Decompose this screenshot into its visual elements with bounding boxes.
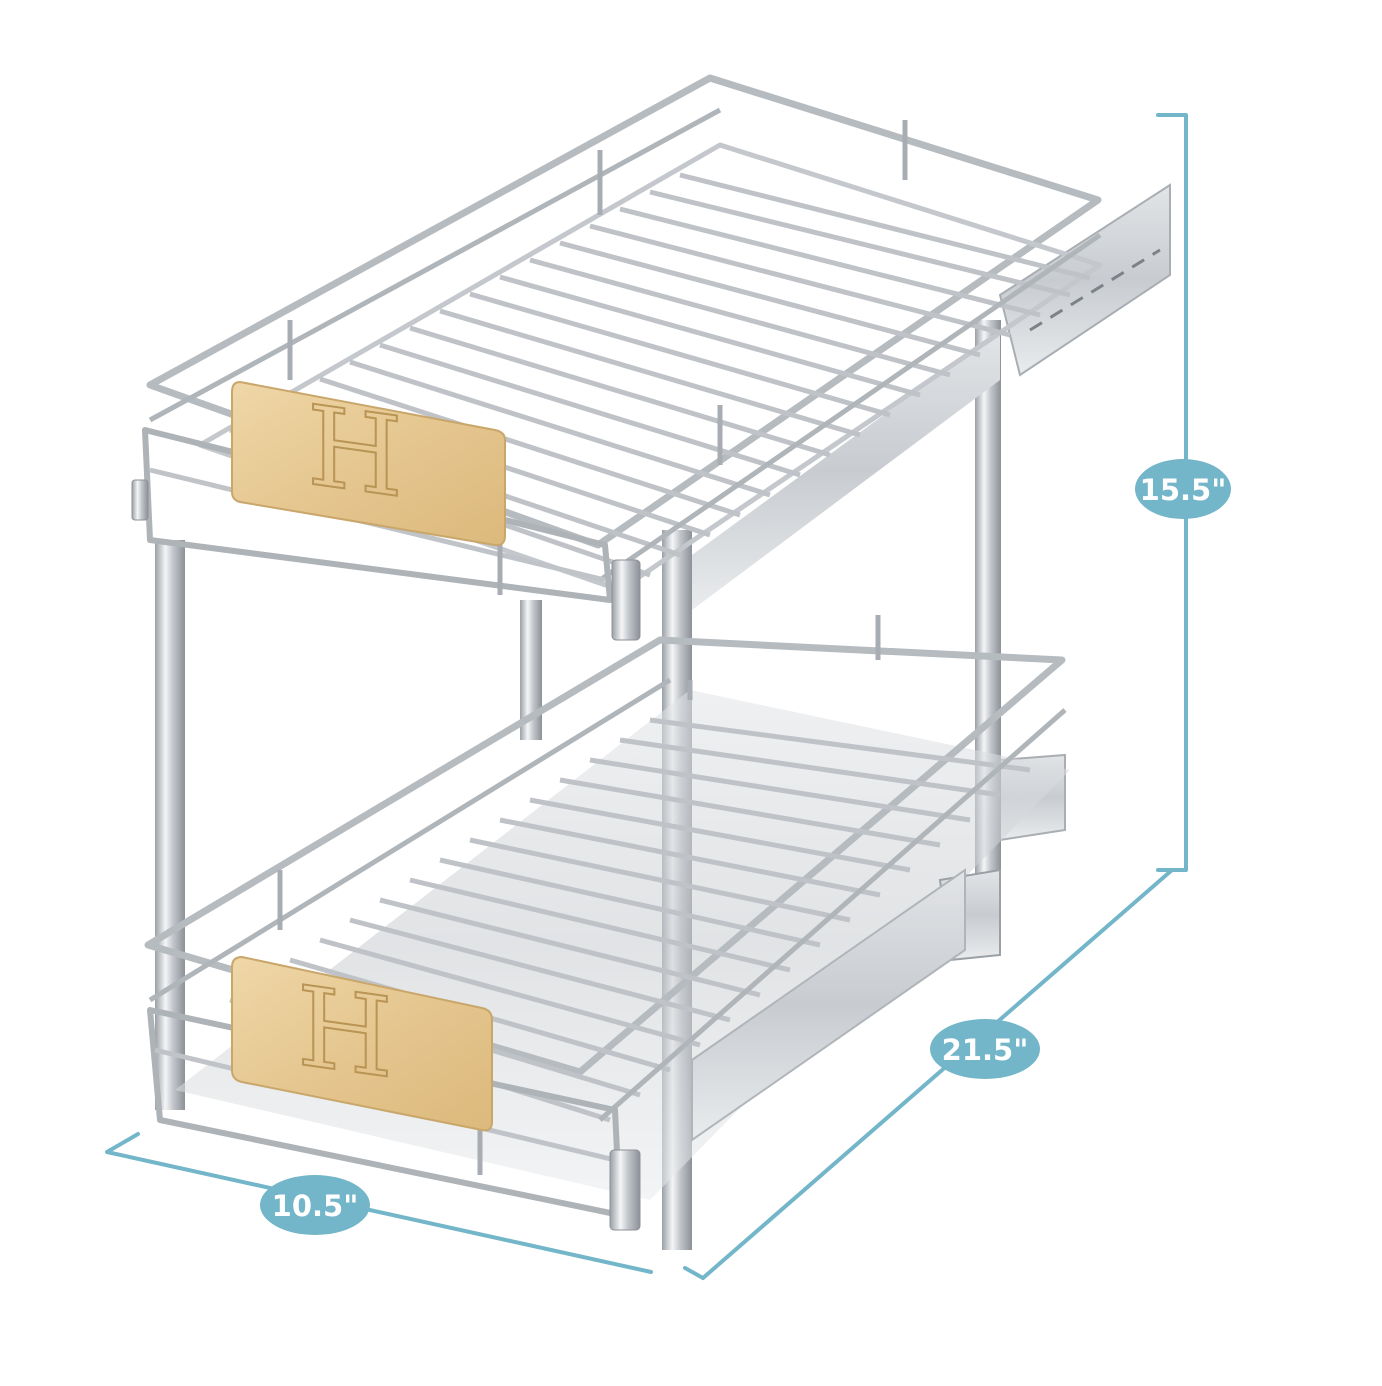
width-dimension-line bbox=[105, 1132, 653, 1274]
depth-dimension-badge: 21.5" bbox=[930, 1019, 1040, 1079]
height-dimension-badge: 15.5" bbox=[1135, 459, 1231, 519]
upper-basket bbox=[142, 74, 1103, 603]
depth-dimension-line bbox=[701, 868, 1174, 1280]
handle-emblem: H bbox=[307, 382, 403, 524]
depth-dimension-label: 21.5" bbox=[942, 1033, 1029, 1067]
upper-slide-bracket bbox=[131, 479, 641, 641]
upper-wooden-handle: H bbox=[231, 381, 506, 547]
lower-wooden-handle: H bbox=[231, 955, 493, 1132]
handle-emblem-lower: H bbox=[297, 962, 393, 1104]
width-dimension-badge: 10.5" bbox=[260, 1175, 370, 1235]
width-dimension-label: 10.5" bbox=[272, 1189, 359, 1223]
lower-slide-bracket bbox=[609, 868, 1001, 1231]
height-dimension-label: 15.5" bbox=[1140, 473, 1227, 507]
